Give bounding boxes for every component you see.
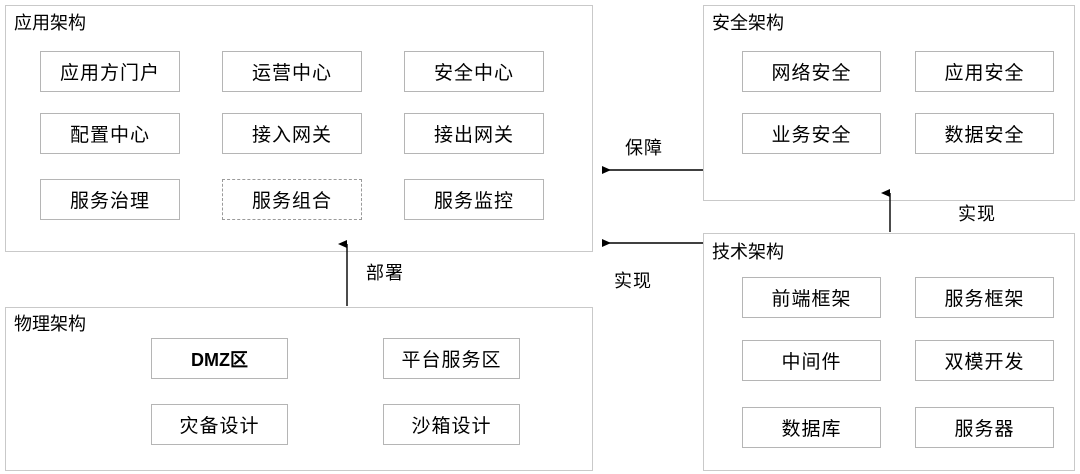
panel-title-security-architecture: 安全架构 xyxy=(712,13,784,33)
panel-title-physical-architecture: 物理架构 xyxy=(14,314,86,334)
node-operation-center[interactable]: 运营中心 xyxy=(222,51,362,92)
panel-physical-architecture xyxy=(5,307,593,471)
edge-label-shixian-technical-security: 实现 xyxy=(958,204,996,224)
node-middleware[interactable]: 中间件 xyxy=(742,340,881,381)
node-frontend-framework[interactable]: 前端框架 xyxy=(742,277,881,318)
panel-title-technical-architecture: 技术架构 xyxy=(712,242,784,262)
node-network-security[interactable]: 网络安全 xyxy=(742,51,881,92)
node-server[interactable]: 服务器 xyxy=(915,407,1054,448)
node-egress-gateway[interactable]: 接出网关 xyxy=(404,113,544,154)
node-sandbox-design[interactable]: 沙箱设计 xyxy=(383,404,520,445)
node-data-security[interactable]: 数据安全 xyxy=(915,113,1054,154)
panel-security-architecture xyxy=(703,5,1075,201)
node-service-framework[interactable]: 服务框架 xyxy=(915,277,1054,318)
edge-label-baozhang: 保障 xyxy=(625,138,663,158)
node-application-security[interactable]: 应用安全 xyxy=(915,51,1054,92)
node-ingress-gateway[interactable]: 接入网关 xyxy=(222,113,362,154)
edge-label-bushu: 部署 xyxy=(366,263,404,283)
node-dmz-zone[interactable]: DMZ区 xyxy=(151,338,288,379)
panel-title-application-architecture: 应用架构 xyxy=(14,13,86,33)
node-service-governance[interactable]: 服务治理 xyxy=(40,179,180,220)
node-security-center[interactable]: 安全中心 xyxy=(404,51,544,92)
node-platform-service-zone[interactable]: 平台服务区 xyxy=(383,338,520,379)
node-business-security[interactable]: 业务安全 xyxy=(742,113,881,154)
node-database[interactable]: 数据库 xyxy=(742,407,881,448)
edge-label-shixian-technical-application: 实现 xyxy=(614,271,652,291)
node-dual-mode-development[interactable]: 双模开发 xyxy=(915,340,1054,381)
node-disaster-recovery-design[interactable]: 灾备设计 xyxy=(151,404,288,445)
node-config-center[interactable]: 配置中心 xyxy=(40,113,180,154)
node-service-monitoring[interactable]: 服务监控 xyxy=(404,179,544,220)
node-application-portal[interactable]: 应用方门户 xyxy=(40,51,180,92)
node-service-composition[interactable]: 服务组合 xyxy=(222,179,362,220)
